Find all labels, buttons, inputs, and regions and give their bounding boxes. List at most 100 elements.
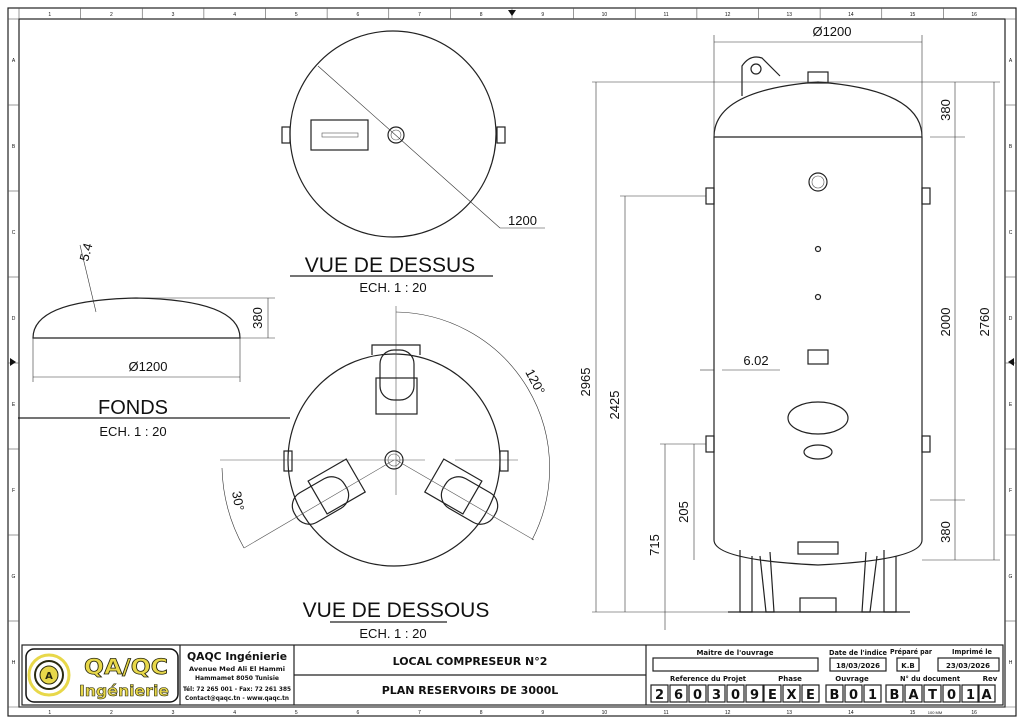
- column-marker-bottom: 4: [233, 710, 236, 716]
- phase-cell: [782, 684, 801, 703]
- row-marker-right: G: [1009, 574, 1013, 580]
- column-marker-top: 2: [110, 12, 113, 18]
- doc-cell: [961, 684, 980, 703]
- prepared-label: Préparé par: [890, 648, 932, 656]
- column-marker-bottom: 9: [541, 710, 544, 716]
- ouvrage-cell: [844, 684, 863, 703]
- lifting-lug: [741, 56, 781, 96]
- doc-char: 0: [947, 688, 956, 703]
- column-marker-bottom: 7: [418, 710, 421, 716]
- phase-char: E: [806, 688, 815, 703]
- scale-bar-label: 100 MM: [928, 710, 942, 715]
- printed-on: 23/03/2026: [946, 662, 990, 670]
- row-marker-left: F: [12, 488, 15, 494]
- centering-mark-left: [10, 358, 16, 366]
- elev-dim-lower-nozzle: 715: [647, 534, 662, 556]
- column-marker-top: 3: [172, 12, 175, 18]
- column-marker-top: 12: [725, 12, 731, 18]
- ouvrage-char: 1: [868, 688, 877, 703]
- project-ref-cell: [650, 684, 669, 703]
- row-marker-right: H: [1009, 660, 1013, 666]
- column-marker-top: 10: [602, 12, 608, 18]
- doc-cell: [942, 684, 961, 703]
- elev-dim-upper-nozzle: 2425: [607, 391, 622, 420]
- column-marker-top: 4: [233, 12, 236, 18]
- ouvrage-cell: [825, 684, 844, 703]
- project-ref-char: 9: [750, 688, 759, 703]
- fonds-scale: ECH. 1 : 20: [99, 424, 166, 439]
- top-view-title: VUE DE DESSUS: [305, 254, 475, 277]
- column-marker-top: 14: [848, 12, 854, 18]
- elev-dim-205: 205: [676, 501, 691, 523]
- project-ref-char: 6: [674, 688, 683, 703]
- row-marker-left: H: [12, 660, 16, 666]
- column-marker-bottom: 11: [663, 710, 668, 716]
- column-marker-bottom: 13: [787, 710, 793, 716]
- title-block: A QA/QC Ingénierie QAQC Ingénierie Avenu…: [21, 644, 1004, 706]
- owner-field: [652, 657, 819, 672]
- svg-text:A: A: [45, 671, 53, 682]
- drawing-title: PLAN RESERVOIRS DE 3000L: [382, 684, 559, 697]
- column-marker-top: 7: [418, 12, 421, 18]
- column-marker-top: 8: [480, 12, 483, 18]
- column-marker-bottom: 10: [602, 710, 608, 716]
- row-marker-right: D: [1009, 316, 1013, 322]
- column-marker-bottom: 12: [725, 710, 731, 716]
- elev-dim-overall: 2760: [977, 308, 992, 337]
- row-marker-left: B: [12, 144, 16, 150]
- column-marker-bottom: 16: [971, 710, 977, 716]
- column-marker-top: 11: [663, 12, 668, 18]
- column-marker-bottom: 2: [110, 710, 113, 716]
- company-name: QAQC Ingénierie: [187, 650, 287, 663]
- company-address-2: Hammamet 8050 Tunisie: [195, 674, 280, 682]
- column-marker-top: 6: [357, 12, 360, 18]
- column-marker-top: 13: [787, 12, 793, 18]
- project-ref-cell: [669, 684, 688, 703]
- index-date: 18/03/2026: [836, 662, 880, 670]
- doc-cell: [904, 684, 923, 703]
- rev-char: A: [981, 688, 991, 703]
- centering-mark-right: [1008, 358, 1014, 366]
- project-ref-cell: [707, 684, 726, 703]
- column-marker-bottom: 15: [910, 710, 916, 716]
- bottom-view-scale: ECH. 1 : 20: [359, 626, 426, 641]
- fonds-dim-diameter: Ø1200: [128, 359, 167, 374]
- project-ref-char: 0: [731, 688, 740, 703]
- ouvrage-char: 0: [849, 688, 858, 703]
- company-address-1: Avenue Med Ali El Hammi: [189, 665, 285, 673]
- top-nozzle: [387, 126, 405, 144]
- fonds-title: FONDS: [98, 397, 168, 419]
- fonds-dim-thickness: 5.4: [76, 241, 95, 262]
- head-detail: Ø1200 380 5.4 FONDS ECH. 1 : 20: [18, 241, 290, 439]
- phase-char: E: [768, 688, 777, 703]
- row-marker-left: D: [12, 316, 16, 322]
- doc-char: T: [928, 688, 937, 703]
- phase-cell: [801, 684, 820, 703]
- elev-dim-bottom-head: 380: [938, 521, 953, 543]
- project-ref-char: 3: [712, 688, 721, 703]
- row-marker-right: A: [1009, 58, 1013, 64]
- tank-elevation: Ø1200 2965 2425 715 205 6.02 380 2000 38…: [578, 24, 1000, 630]
- ouvrage-cell: [863, 684, 882, 703]
- company-phone: Tél: 72 265 001 - Fax: 72 261 385: [183, 685, 291, 693]
- manhole: [787, 401, 849, 435]
- rev-label: Rev: [983, 675, 998, 683]
- phase-label: Phase: [778, 675, 802, 683]
- frame-rulers: 1122334455667788991010111112121313141415…: [8, 8, 1016, 716]
- logo-mark: A: [27, 653, 71, 697]
- elev-dim-shell: 2000: [938, 308, 953, 337]
- logo-text-ingenierie: Ingénierie: [79, 682, 169, 700]
- leg: [440, 476, 499, 525]
- column-marker-top: 1: [48, 12, 51, 18]
- elev-dim-total: 2965: [578, 368, 593, 397]
- row-marker-right: E: [1009, 402, 1013, 408]
- project-title: LOCAL COMPRESEUR N°2: [393, 655, 548, 668]
- column-marker-bottom: 1: [48, 710, 51, 716]
- printed-label: Imprimé le: [952, 648, 992, 656]
- column-marker-top: 9: [541, 12, 544, 18]
- row-marker-right: C: [1009, 230, 1013, 236]
- row-marker-left: A: [12, 58, 16, 64]
- column-marker-bottom: 5: [295, 710, 298, 716]
